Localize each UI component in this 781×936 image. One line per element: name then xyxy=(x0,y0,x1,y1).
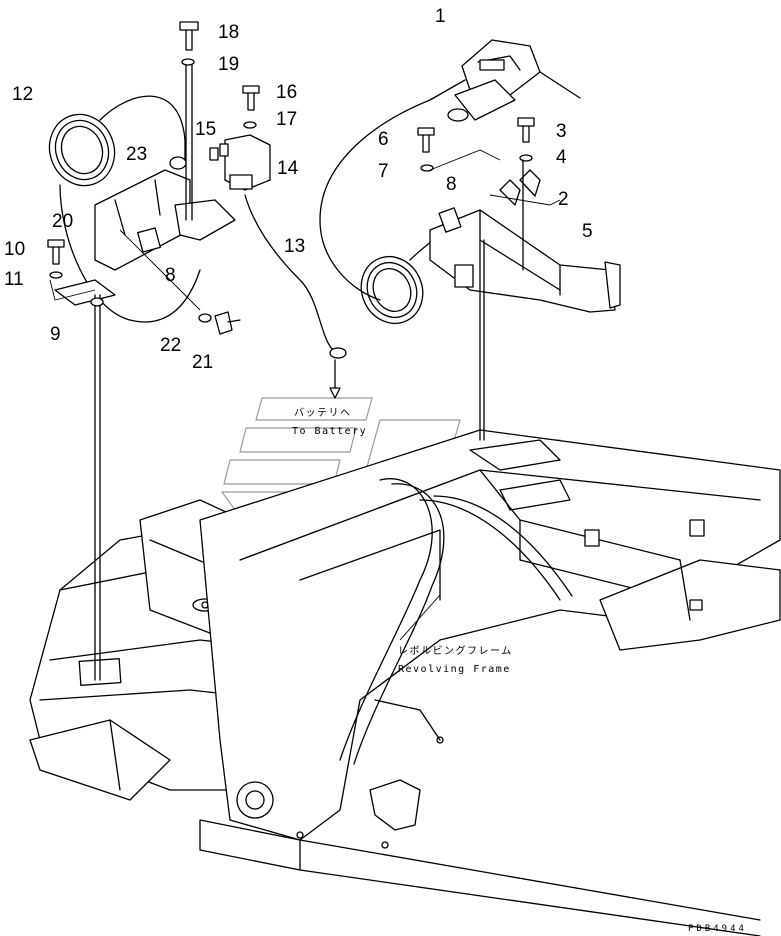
callout-8-right: 8 xyxy=(446,174,457,195)
revolving-frame xyxy=(29,429,781,936)
drawing-code: PDB4944 xyxy=(688,924,747,934)
battery-note-jp: バッテリヘ xyxy=(294,407,352,419)
callout-11: 11 xyxy=(4,269,24,290)
callout-21: 21 xyxy=(192,352,213,373)
wire-coil-right xyxy=(360,256,424,324)
bracket-plate xyxy=(94,169,191,271)
callout-12: 12 xyxy=(12,84,33,105)
callout-3: 3 xyxy=(556,121,567,142)
annotations: バッテリヘ To Battery レボルビングフレーム Revolving Fr… xyxy=(292,407,747,934)
callout-4: 4 xyxy=(556,147,567,168)
callout-1: 1 xyxy=(435,6,446,27)
callout-17: 17 xyxy=(276,109,297,130)
callout-2: 2 xyxy=(558,189,569,210)
callout-10: 10 xyxy=(4,239,25,260)
callout-13: 13 xyxy=(284,236,305,257)
callout-20: 20 xyxy=(52,211,73,232)
lamp-assembly xyxy=(47,21,347,681)
callout-9: 9 xyxy=(50,324,61,345)
wire-coil xyxy=(48,113,116,187)
callout-labels: 1 2 3 4 5 6 7 8 8 9 10 11 12 13 14 15 16… xyxy=(4,6,593,373)
callout-16: 16 xyxy=(276,82,297,103)
callout-8-left: 8 xyxy=(165,265,176,286)
connector-8-left xyxy=(137,227,161,253)
callout-22: 22 xyxy=(160,335,181,356)
callout-18: 18 xyxy=(218,22,239,43)
frame-note-en: Revolving Frame xyxy=(398,664,511,675)
callout-23: 23 xyxy=(126,144,147,165)
frame-note-jp: レボルビングフレーム xyxy=(398,644,513,657)
callout-15: 15 xyxy=(195,119,216,140)
callout-19: 19 xyxy=(218,54,239,75)
connector-8-right xyxy=(438,207,462,233)
motor-assembly xyxy=(319,39,621,441)
battery-note-en: To Battery xyxy=(292,426,367,437)
callout-5: 5 xyxy=(582,221,593,242)
callout-14: 14 xyxy=(277,158,299,179)
callout-7: 7 xyxy=(378,161,389,182)
callout-6: 6 xyxy=(378,129,389,150)
